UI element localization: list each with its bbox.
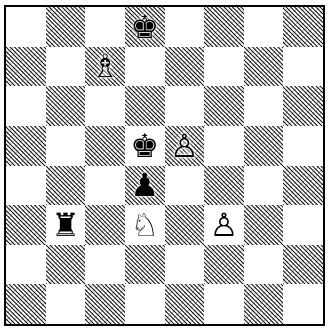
square-g5[interactable] bbox=[244, 126, 284, 166]
square-f7[interactable] bbox=[204, 47, 244, 87]
square-f8[interactable] bbox=[204, 7, 244, 47]
black-king-icon[interactable]: ♚ bbox=[125, 7, 165, 47]
square-g3[interactable] bbox=[244, 205, 284, 245]
chess-board: ♚♗♚♙♟♜♘♙ bbox=[4, 5, 325, 326]
square-e1[interactable] bbox=[165, 284, 205, 324]
square-e8[interactable] bbox=[165, 7, 205, 47]
square-d1[interactable] bbox=[125, 284, 165, 324]
square-d4[interactable]: ♟ bbox=[125, 166, 165, 206]
square-a1[interactable] bbox=[6, 284, 46, 324]
square-a7[interactable] bbox=[6, 47, 46, 87]
white-knight-icon[interactable]: ♘ bbox=[125, 205, 165, 245]
square-h4[interactable] bbox=[283, 166, 323, 206]
square-h6[interactable] bbox=[283, 86, 323, 126]
square-h7[interactable] bbox=[283, 47, 323, 87]
square-a2[interactable] bbox=[6, 245, 46, 285]
square-g6[interactable] bbox=[244, 86, 284, 126]
square-f3[interactable]: ♙ bbox=[204, 205, 244, 245]
square-g2[interactable] bbox=[244, 245, 284, 285]
square-c1[interactable] bbox=[85, 284, 125, 324]
square-d6[interactable] bbox=[125, 86, 165, 126]
square-c6[interactable] bbox=[85, 86, 125, 126]
square-d3[interactable]: ♘ bbox=[125, 205, 165, 245]
square-d8[interactable]: ♚ bbox=[125, 7, 165, 47]
square-a8[interactable] bbox=[6, 7, 46, 47]
square-a4[interactable] bbox=[6, 166, 46, 206]
square-b7[interactable] bbox=[46, 47, 86, 87]
square-c2[interactable] bbox=[85, 245, 125, 285]
square-h2[interactable] bbox=[283, 245, 323, 285]
black-king-icon[interactable]: ♚ bbox=[125, 126, 165, 166]
square-a5[interactable] bbox=[6, 126, 46, 166]
square-f4[interactable] bbox=[204, 166, 244, 206]
square-a3[interactable] bbox=[6, 205, 46, 245]
square-e6[interactable] bbox=[165, 86, 205, 126]
square-b6[interactable] bbox=[46, 86, 86, 126]
square-c5[interactable] bbox=[85, 126, 125, 166]
white-pawn-icon[interactable]: ♙ bbox=[165, 126, 205, 166]
square-g8[interactable] bbox=[244, 7, 284, 47]
square-h8[interactable] bbox=[283, 7, 323, 47]
square-f5[interactable] bbox=[204, 126, 244, 166]
white-bishop-icon[interactable]: ♗ bbox=[85, 47, 125, 87]
square-e2[interactable] bbox=[165, 245, 205, 285]
square-f1[interactable] bbox=[204, 284, 244, 324]
square-g1[interactable] bbox=[244, 284, 284, 324]
square-b1[interactable] bbox=[46, 284, 86, 324]
square-d2[interactable] bbox=[125, 245, 165, 285]
board-grid: ♚♗♚♙♟♜♘♙ bbox=[6, 7, 323, 324]
square-b3[interactable]: ♜ bbox=[46, 205, 86, 245]
square-h1[interactable] bbox=[283, 284, 323, 324]
square-g4[interactable] bbox=[244, 166, 284, 206]
square-h3[interactable] bbox=[283, 205, 323, 245]
square-e5[interactable]: ♙ bbox=[165, 126, 205, 166]
square-c4[interactable] bbox=[85, 166, 125, 206]
square-h5[interactable] bbox=[283, 126, 323, 166]
white-pawn-icon[interactable]: ♙ bbox=[204, 205, 244, 245]
square-a6[interactable] bbox=[6, 86, 46, 126]
square-f2[interactable] bbox=[204, 245, 244, 285]
black-rook-icon[interactable]: ♜ bbox=[46, 205, 86, 245]
square-f6[interactable] bbox=[204, 86, 244, 126]
square-e4[interactable] bbox=[165, 166, 205, 206]
square-c3[interactable] bbox=[85, 205, 125, 245]
square-c7[interactable]: ♗ bbox=[85, 47, 125, 87]
square-g7[interactable] bbox=[244, 47, 284, 87]
square-b4[interactable] bbox=[46, 166, 86, 206]
square-d5[interactable]: ♚ bbox=[125, 126, 165, 166]
square-e3[interactable] bbox=[165, 205, 205, 245]
black-pawn-icon[interactable]: ♟ bbox=[125, 166, 165, 206]
square-d7[interactable] bbox=[125, 47, 165, 87]
square-b2[interactable] bbox=[46, 245, 86, 285]
square-c8[interactable] bbox=[85, 7, 125, 47]
square-e7[interactable] bbox=[165, 47, 205, 87]
square-b5[interactable] bbox=[46, 126, 86, 166]
square-b8[interactable] bbox=[46, 7, 86, 47]
